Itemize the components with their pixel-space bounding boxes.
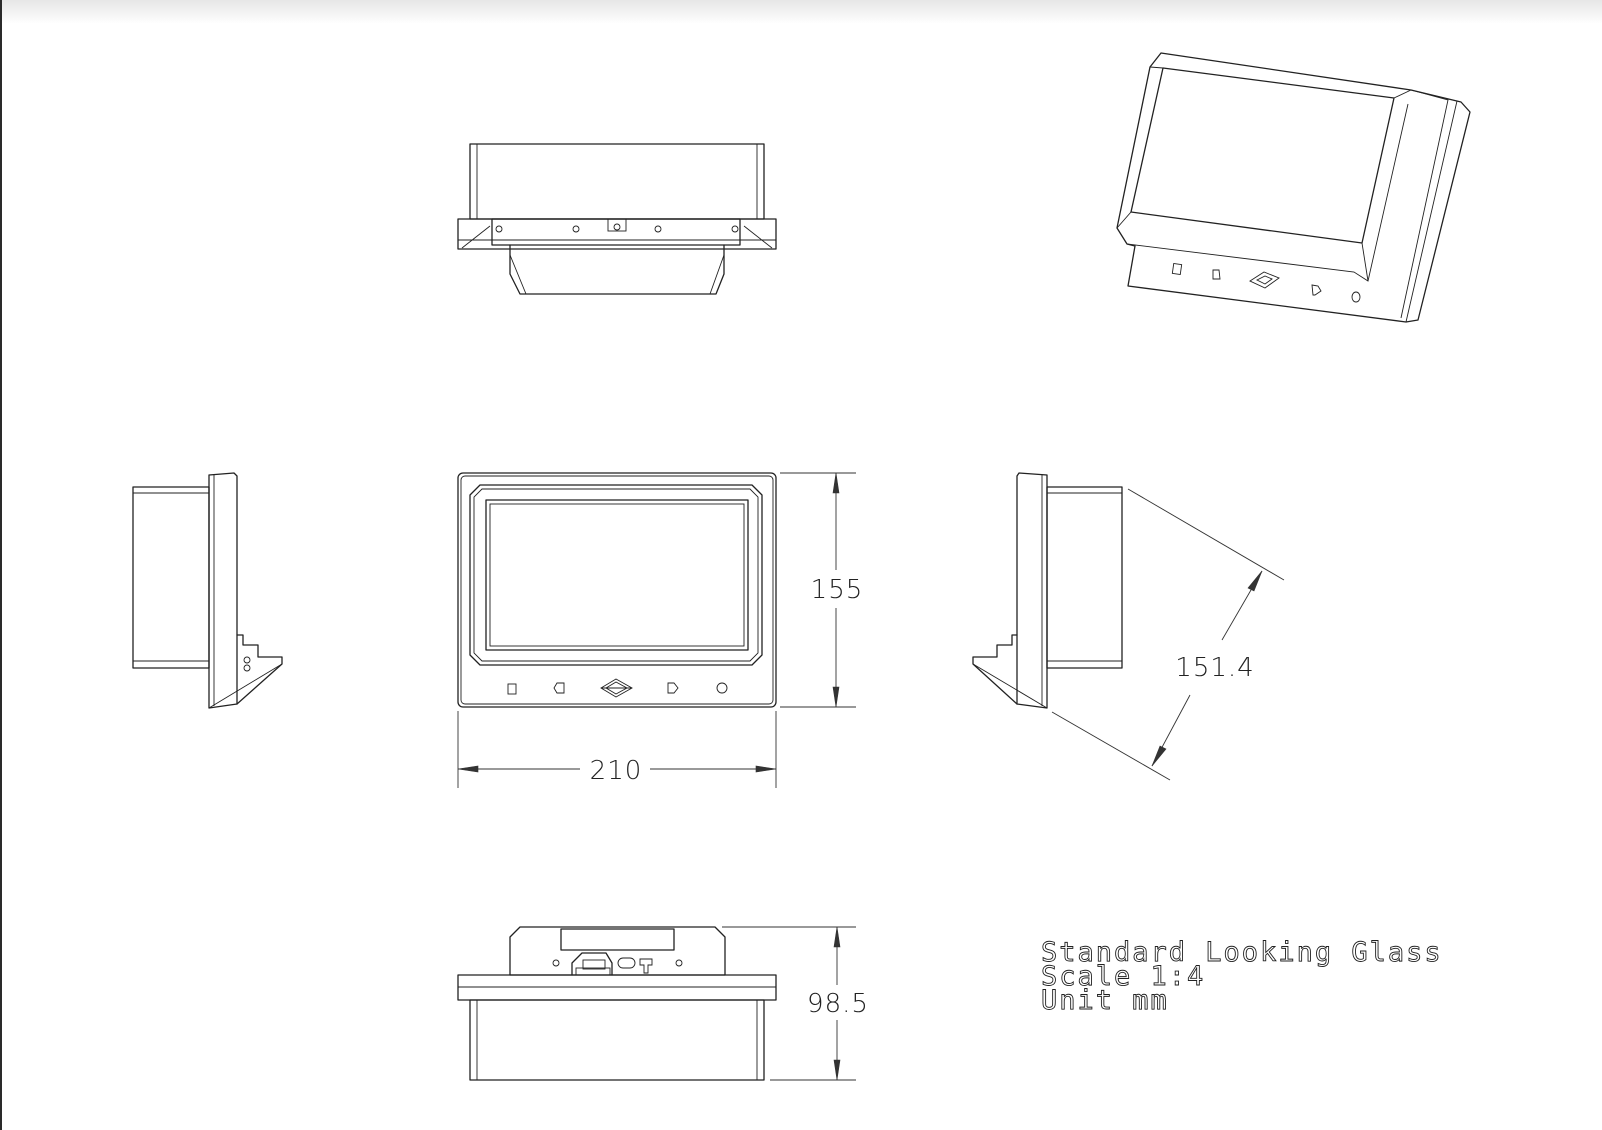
left-border bbox=[0, 0, 2, 1130]
top-view bbox=[457, 143, 777, 295]
dimension-height: 155 bbox=[780, 472, 864, 708]
diagonal-label: 151.4 bbox=[1175, 653, 1254, 683]
bottom-view bbox=[457, 926, 777, 1081]
left-side-view bbox=[132, 472, 283, 709]
dimension-diagonal: 151.4 bbox=[1051, 488, 1285, 781]
title-block: Standard Looking Glass Scale 1:4 Unit mm bbox=[1041, 937, 1443, 1017]
unit-text: Unit mm bbox=[1041, 985, 1169, 1016]
height-label: 155 bbox=[811, 575, 864, 605]
scale-text: Scale 1:4 bbox=[1041, 961, 1205, 992]
front-view bbox=[457, 472, 777, 708]
width-label: 210 bbox=[590, 756, 643, 786]
title-text: Standard Looking Glass bbox=[1041, 937, 1443, 968]
dimension-depth: 98.5 bbox=[722, 926, 869, 1081]
isometric-view bbox=[1116, 52, 1471, 323]
window-top-bar bbox=[0, 0, 1602, 24]
dimension-width: 210 bbox=[457, 711, 777, 788]
right-side-view bbox=[972, 472, 1123, 709]
depth-label: 98.5 bbox=[807, 989, 869, 1019]
